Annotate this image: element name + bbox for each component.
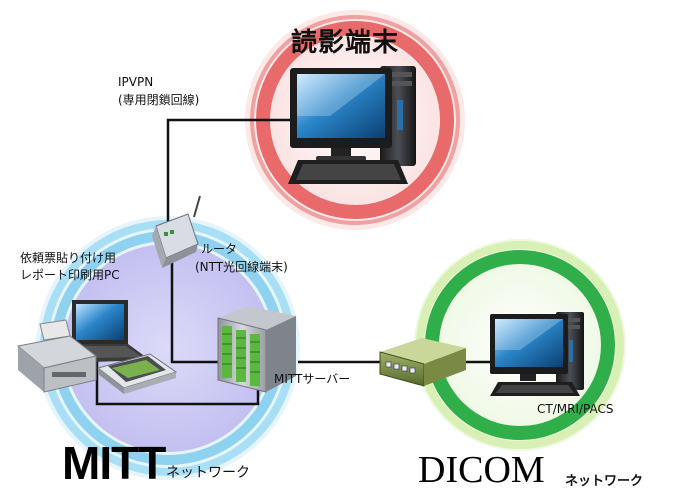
modality-desktop-icon — [490, 312, 584, 396]
mitt-server-label: MITTサーバー — [274, 372, 351, 386]
router-label: ルータ — [201, 242, 238, 256]
dicom-network-subtitle: ネットワーク — [565, 474, 644, 489]
router-icon — [152, 195, 201, 268]
reading-terminal-title: 読影端末 — [291, 28, 400, 58]
router-sub-label: (NTT光回線端末) — [195, 260, 288, 274]
ipvpn-sub-label: (専用閉鎖回線) — [118, 93, 200, 107]
ipvpn-label: IPVPN — [118, 75, 154, 89]
network-switch-icon — [379, 338, 466, 387]
pc-label-line2: レポート印刷用PC — [20, 268, 120, 282]
pc-label-line1: 依頼票貼り付け用 — [20, 251, 117, 265]
mitt-network-zone — [36, 216, 300, 480]
dicom-network-title: DICOM — [418, 449, 545, 491]
laptop-icon — [72, 300, 150, 362]
pc-loop-line — [95, 356, 260, 406]
scanner-icon — [96, 353, 178, 394]
ipvpn-line — [166, 118, 298, 222]
mitt-server-icon — [217, 306, 296, 393]
mitt-network-subtitle: ネットワーク — [166, 465, 250, 481]
router-to-server-line — [170, 262, 222, 364]
reading-terminal-desktop-icon — [288, 66, 416, 184]
printer-icon — [16, 319, 98, 393]
modality-label: CT/MRI/PACS — [537, 402, 614, 416]
mitt-network-title: MITT — [62, 437, 166, 489]
